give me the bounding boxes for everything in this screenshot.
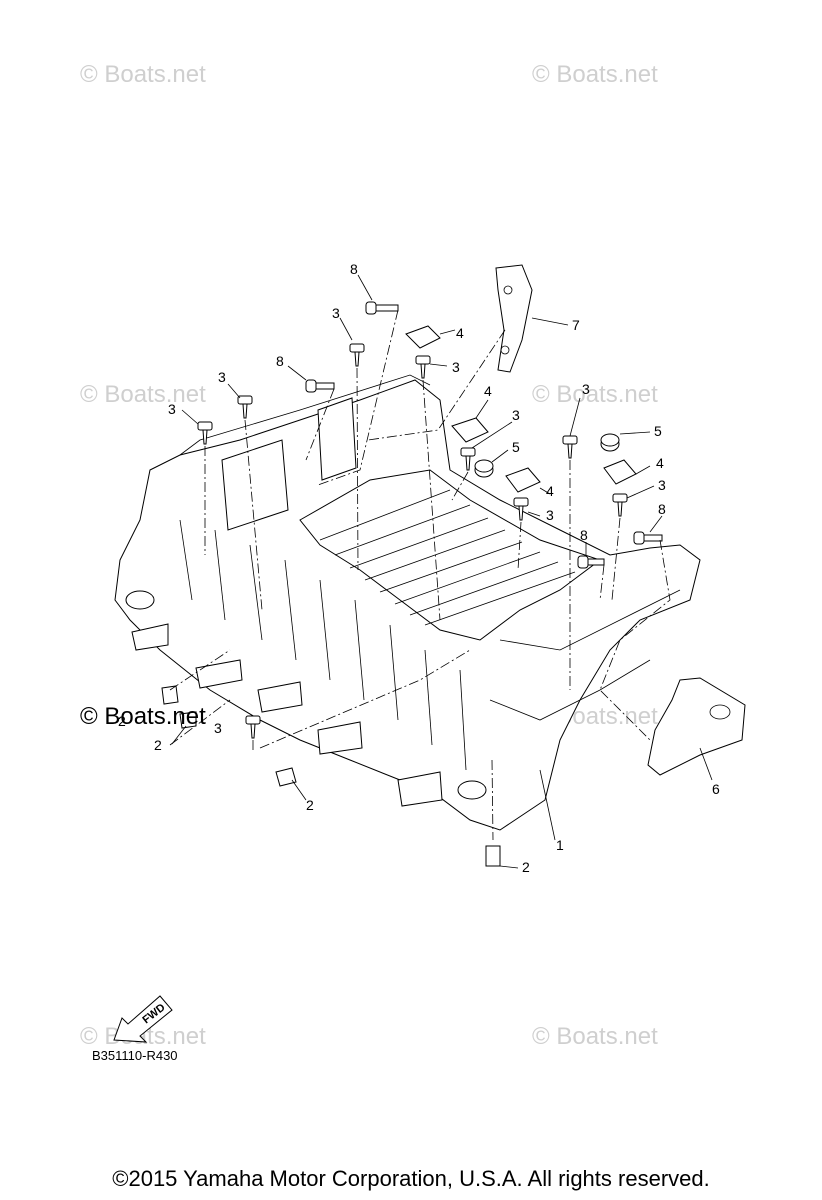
callout-8: 8 [276, 353, 284, 369]
cargo-bed [114, 374, 701, 831]
callout-4: 4 [546, 483, 554, 499]
callout-3: 3 [168, 401, 176, 417]
callout-8: 8 [658, 501, 666, 517]
callout-6: 6 [712, 781, 720, 797]
side-bracket-6 [647, 677, 746, 776]
copyright-notice: ©2015 Yamaha Motor Corporation, U.S.A. A… [112, 1166, 710, 1191]
callout-2: 2 [154, 737, 162, 753]
callout-3: 3 [546, 507, 554, 523]
callout-3: 3 [658, 477, 666, 493]
callout-1: 1 [556, 837, 564, 853]
callout-2: 2 [118, 713, 126, 729]
watermark-mid-right: © Boats.net [532, 381, 658, 408]
callout-8: 8 [580, 527, 588, 543]
callout-2: 2 [306, 797, 314, 813]
callout-7: 7 [572, 317, 580, 333]
callout-3: 3 [218, 369, 226, 385]
rear-bracket-7 [495, 264, 533, 373]
callout-8: 8 [350, 261, 358, 277]
watermark-bottom-right: © Boats.net [532, 1023, 658, 1050]
callout-3: 3 [214, 720, 222, 736]
callout-3: 3 [582, 381, 590, 397]
callout-4: 4 [456, 325, 464, 341]
diagram-code: B351110-R430 [92, 1048, 178, 1063]
parts-diagram: © Boats.net © Boats.net © Boats.net © Bo… [80, 61, 746, 1063]
callout-4: 4 [656, 455, 664, 471]
fasteners [161, 301, 663, 867]
callout-3: 3 [452, 359, 460, 375]
callout-labels: 8 3 4 3 7 8 3 3 4 3 5 4 3 3 5 4 3 8 8 2 … [118, 261, 720, 875]
watermark-mid-left: © Boats.net [80, 381, 206, 408]
watermark-top-right: © Boats.net [532, 61, 658, 88]
callout-5: 5 [654, 423, 662, 439]
callout-2: 2 [522, 859, 530, 875]
assembly-lines [169, 309, 671, 841]
callout-3: 3 [332, 305, 340, 321]
leader-lines [171, 274, 713, 869]
watermark-dark: © Boats.net [80, 703, 206, 730]
watermark-top-left: © Boats.net [80, 61, 206, 88]
callout-3: 3 [512, 407, 520, 423]
callout-5: 5 [512, 439, 520, 455]
callout-4: 4 [484, 383, 492, 399]
